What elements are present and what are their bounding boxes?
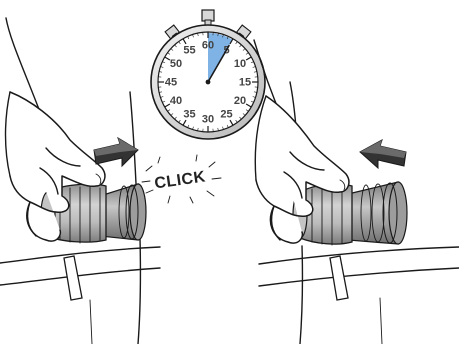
stopwatch: 60510152025303540455055 <box>151 10 265 139</box>
waist-strap-left <box>0 247 160 263</box>
dial-number: 15 <box>239 76 251 88</box>
dial-number: 45 <box>165 76 177 88</box>
dial-number: 35 <box>183 108 195 120</box>
dial-number: 50 <box>170 58 182 70</box>
stopwatch-crown <box>202 10 214 21</box>
click-burst: CLICK <box>142 155 221 203</box>
arrow-right-icon <box>94 138 138 166</box>
dial-number: 40 <box>170 95 182 107</box>
arrow-left-icon <box>360 140 406 168</box>
waist-strap-right <box>259 247 459 264</box>
strap-loop-left <box>64 256 82 300</box>
dial-number: 10 <box>234 58 246 70</box>
dial-number: 60 <box>202 39 214 51</box>
dial-number: 30 <box>202 113 214 125</box>
dial-number: 25 <box>220 108 232 120</box>
click-label: CLICK <box>153 169 206 193</box>
left-step <box>0 18 160 344</box>
strap-loop-right <box>330 256 348 300</box>
dial-number: 20 <box>234 95 246 107</box>
dial-number: 55 <box>183 44 195 56</box>
right-step <box>254 40 459 344</box>
